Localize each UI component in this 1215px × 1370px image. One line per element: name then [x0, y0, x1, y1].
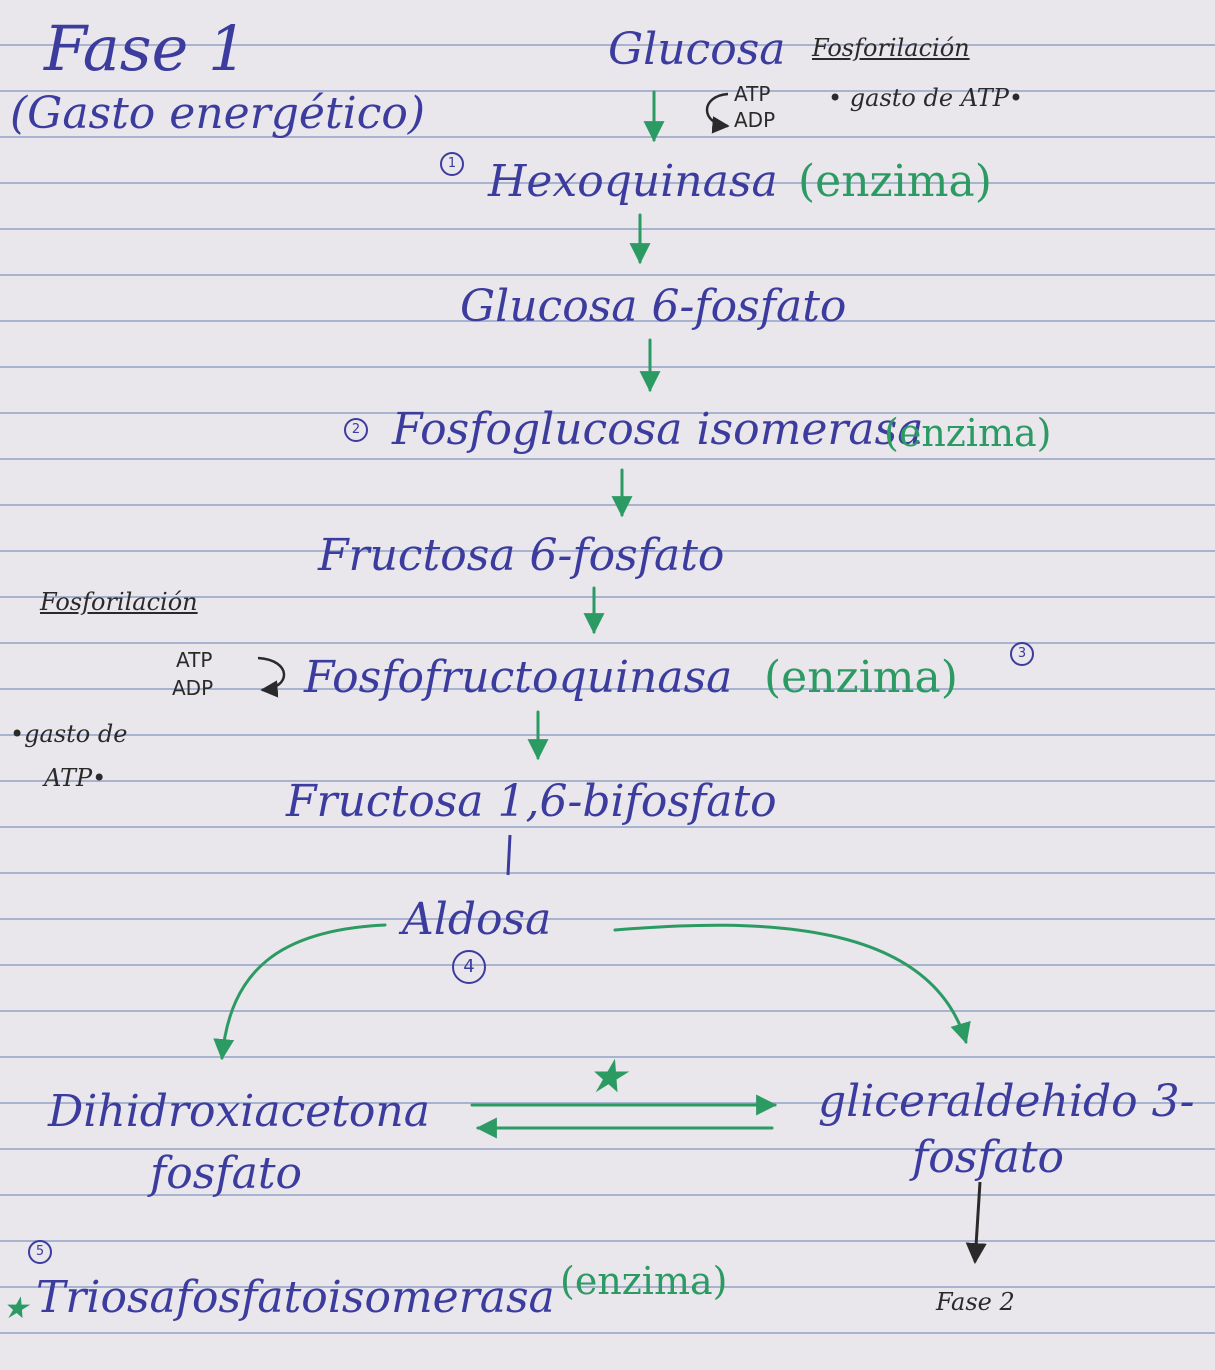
- step-fosfoglucosa-isomerasa: Fosfoglucosa isomerasa: [392, 404, 924, 455]
- note-gasto-left-2: ATP•: [44, 764, 107, 792]
- aldosa-connector: [506, 834, 512, 876]
- step-glucosa-6-fosfato: Glucosa 6-fosfato: [460, 281, 847, 332]
- enzyme-tag-triosa: (enzima): [560, 1259, 728, 1303]
- phase-title: Fase 1: [44, 12, 248, 85]
- step-glucosa: Glucosa: [608, 24, 786, 75]
- phase-subtitle: (Gasto energético): [10, 88, 425, 139]
- step-fosfofructoquinasa: Fosfofructoquinasa: [304, 652, 733, 703]
- note-gasto-left-1: •gasto de: [10, 720, 128, 748]
- note-fosforilacion-left: Fosforilación: [40, 588, 198, 616]
- note-adp-left: ADP: [172, 676, 214, 700]
- curved-arrow-right: [613, 923, 971, 1045]
- star-icon-left: ★: [2, 1291, 31, 1326]
- star-icon: ★: [586, 1049, 630, 1103]
- arrow-to-fase2: [965, 1181, 987, 1265]
- step-triosafosfato-isomerasa: Triosafosfatoisomerasa: [36, 1272, 555, 1323]
- next-phase-label: Fase 2: [936, 1288, 1015, 1316]
- note-gasto-top: • gasto de ATP•: [828, 84, 1024, 112]
- enzyme-tag-fosfoglucosa: (enzima): [884, 411, 1052, 455]
- note-fosforilacion-top: Fosforilación: [812, 34, 970, 62]
- step-fructosa-1-6-bifosfato: Fructosa 1,6-bifosfato: [286, 776, 777, 827]
- note-atp-top: ATP: [734, 82, 771, 106]
- product-dihidroxiacetona: Dihidroxiacetona: [48, 1086, 430, 1137]
- enzyme-tag-fosfofructoquinasa: (enzima): [764, 652, 958, 703]
- product-gliceraldehido-fosfato: fosfato: [912, 1132, 1065, 1183]
- product-dihidroxiacetona-fosfato: fosfato: [150, 1148, 303, 1199]
- step-hexoquinasa: Hexoquinasa: [488, 156, 778, 207]
- curved-arrow-left: [213, 923, 387, 1061]
- atp-adp-hook-top: [705, 92, 730, 134]
- note-adp-top: ADP: [734, 108, 776, 132]
- step-fructosa-6-fosfato: Fructosa 6-fosfato: [318, 530, 725, 581]
- step-number-1: 1: [440, 152, 464, 176]
- step-number-5: 5: [28, 1240, 52, 1264]
- note-atp-left: ATP: [176, 648, 213, 672]
- enzyme-tag-hexoquinasa: (enzima): [798, 156, 992, 207]
- atp-adp-hook-left: [257, 656, 286, 698]
- product-gliceraldehido: gliceraldehido 3-: [818, 1076, 1195, 1127]
- step-aldosa: Aldosa: [402, 894, 552, 945]
- step-number-3: 3: [1010, 642, 1034, 666]
- step-number-2: 2: [344, 418, 368, 442]
- step-number-4: 4: [452, 950, 486, 984]
